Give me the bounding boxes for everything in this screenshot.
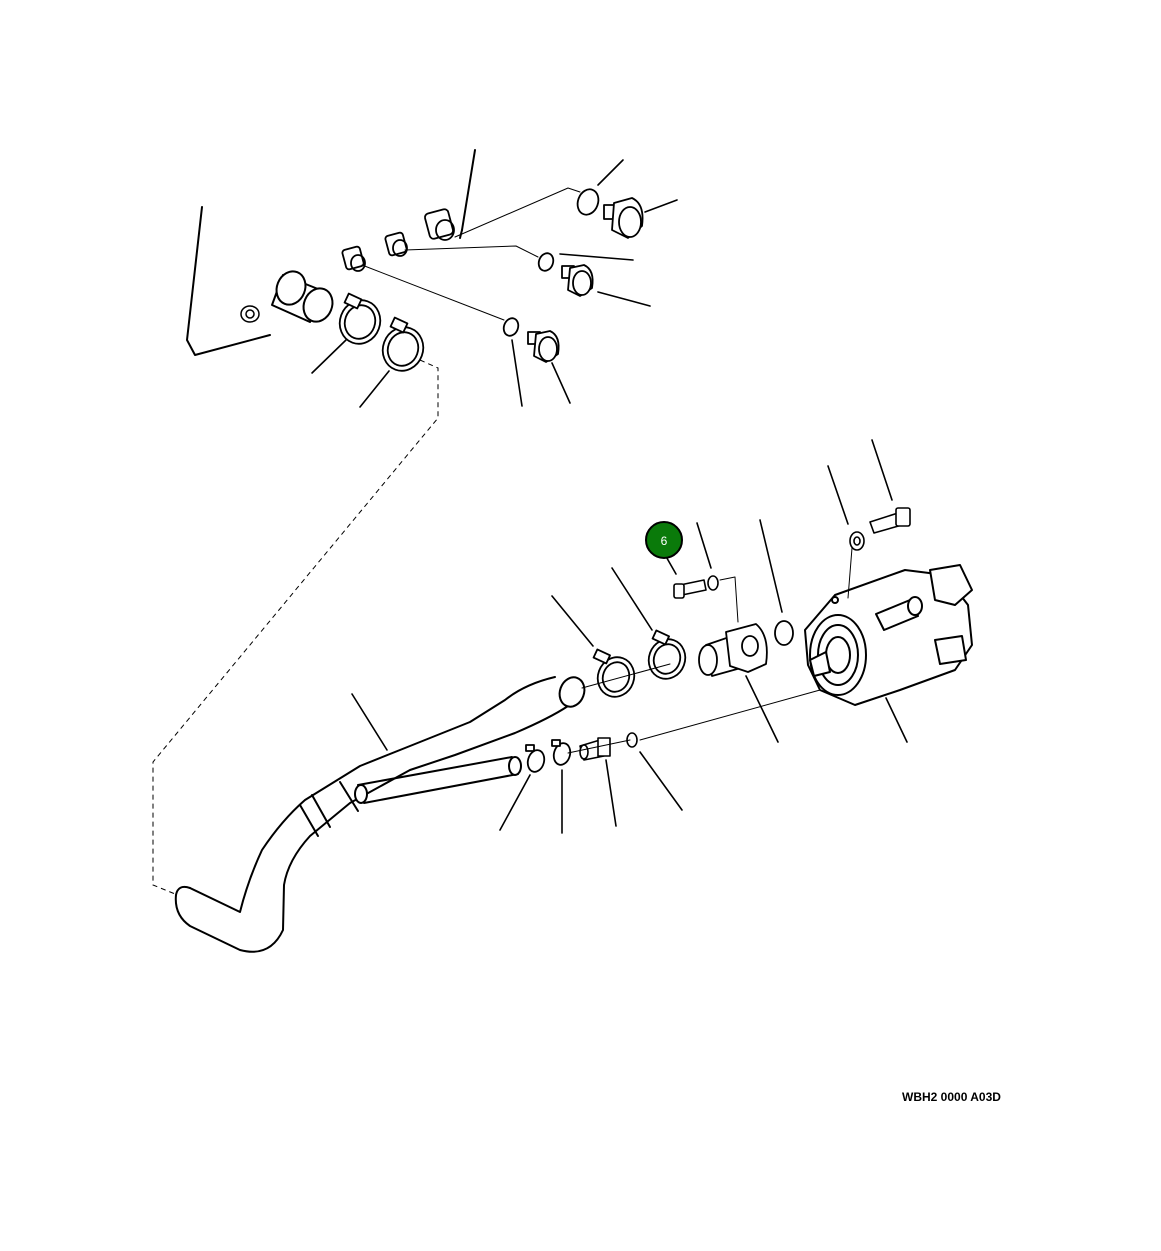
bushing-3: [424, 208, 455, 241]
pump-washer: [849, 531, 865, 551]
pipe-stub: [271, 270, 334, 323]
tank-frame-outline: [186, 149, 476, 356]
o-ring-1: [576, 188, 600, 216]
callout-circle[interactable]: [645, 521, 683, 559]
pump-bolt: [869, 507, 911, 534]
o-ring-2: [537, 252, 555, 272]
o-ring-flange: [774, 620, 794, 646]
outlet-flange: [698, 623, 768, 677]
radiator-hose: [174, 676, 586, 953]
hose-clamp-lower-1: [592, 648, 636, 698]
callout-number: 6: [661, 534, 668, 548]
leader-lines-lower: [351, 439, 908, 834]
plug-1: [603, 197, 644, 239]
hose-route-dashed: [152, 359, 439, 899]
hose-clamp-lower-2: [647, 629, 687, 680]
plug-2: [561, 264, 594, 297]
callout-badge[interactable]: 6: [645, 521, 683, 559]
small-clamp-1: [525, 744, 546, 773]
o-ring-3: [502, 317, 520, 337]
small-clamp-2: [551, 739, 572, 766]
frame-nut: [240, 305, 260, 323]
leader-lines-upper: [311, 159, 678, 408]
reference-code: WBH2 0000 A03D: [902, 1090, 1001, 1104]
water-pump: [804, 564, 973, 706]
bushing-2: [384, 231, 408, 257]
bolt-6: [673, 579, 707, 599]
plug-3: [527, 330, 560, 363]
bushing-1: [341, 245, 366, 272]
hose-clamp-upper-1: [338, 292, 382, 345]
washer: [707, 575, 719, 591]
o-ring-small: [626, 732, 638, 748]
assembly-lines-lower: [567, 547, 853, 754]
assembly-lines-upper: [361, 187, 581, 321]
nipple-fitting: [579, 737, 611, 761]
bypass-tube: [354, 756, 522, 804]
hose-clamp-upper-2: [381, 316, 425, 372]
